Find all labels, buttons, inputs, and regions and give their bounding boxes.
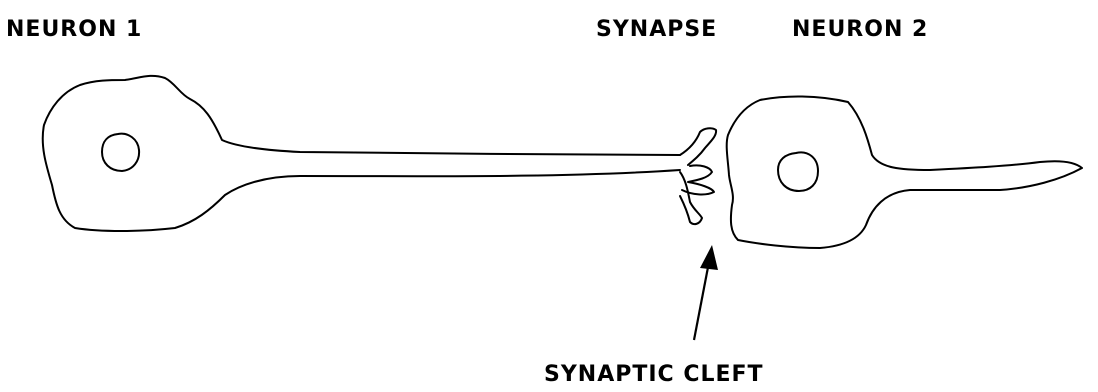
neuron1-label: NEURON 1 bbox=[6, 19, 142, 41]
synaptic-cleft-label: SYNAPTIC CLEFT bbox=[544, 364, 764, 386]
arrow-head bbox=[700, 245, 718, 270]
arrow-shaft bbox=[694, 262, 709, 340]
neuron1-nucleus bbox=[102, 134, 139, 171]
neuron2-outline bbox=[727, 96, 1082, 248]
synapse-label: SYNAPSE bbox=[596, 19, 717, 41]
neuron2-nucleus bbox=[778, 152, 818, 191]
axon-terminal-upper bbox=[680, 128, 716, 165]
neuron2-label: NEURON 2 bbox=[792, 19, 928, 41]
